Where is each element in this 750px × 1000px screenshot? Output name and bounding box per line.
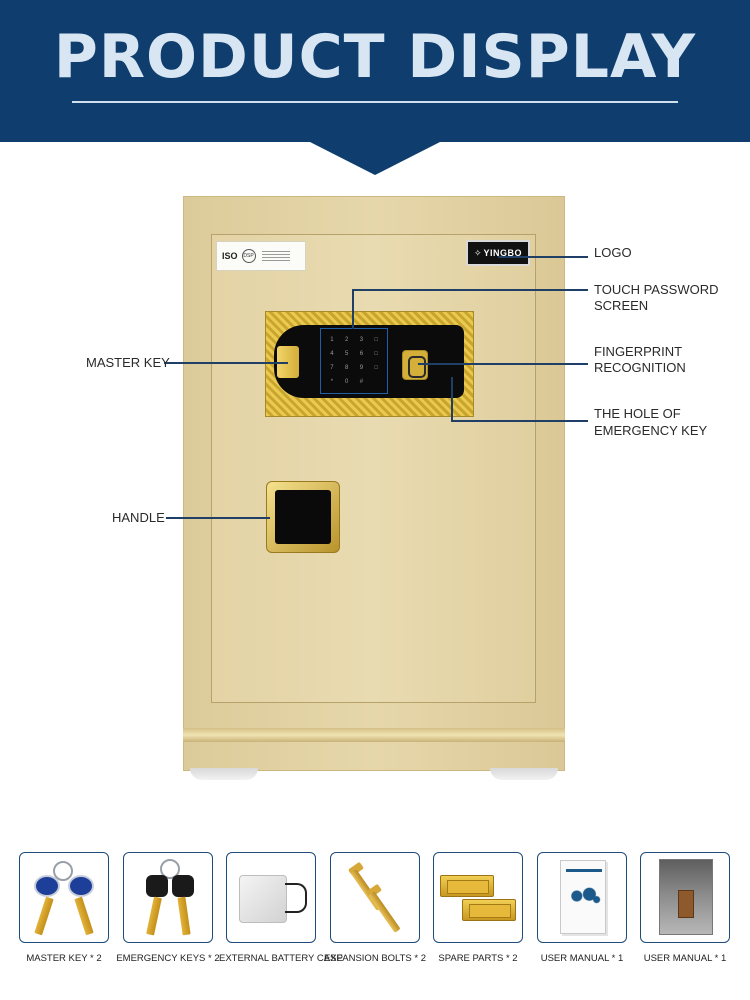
keypad-key: 8: [344, 365, 349, 372]
accessory-label: USER MANUAL * 1: [643, 953, 727, 964]
user-manual-dark-icon: [641, 853, 729, 942]
callout-line-emergency-v: [451, 377, 453, 421]
accessory-spare-parts: [433, 852, 523, 943]
keypad-key: □: [374, 336, 378, 343]
safe-foot-right: [490, 768, 558, 780]
callout-line-touch-v: [352, 289, 354, 329]
callout-line-handle: [166, 517, 270, 519]
brand-logo-plate: ✧ YINGBO: [466, 240, 530, 266]
callout-emergency-hole-line2: EMERGENCY KEY: [594, 423, 708, 438]
keypad-key: 5: [344, 350, 349, 357]
callout-line-logo: [498, 256, 588, 258]
sticker-fine-print: [261, 251, 290, 261]
title-underline: [72, 101, 678, 103]
keypad-key: 0: [344, 379, 349, 386]
accessory-label: SPARE PARTS * 2: [438, 953, 518, 964]
fingerprint-sensor-icon: [402, 350, 428, 380]
keypad-key: #: [359, 379, 364, 386]
certification-sticker: ISO DSP: [216, 241, 306, 271]
keypad-key: 6: [359, 350, 364, 357]
keypad-key: 7: [330, 365, 334, 372]
safe-handle: [266, 481, 340, 553]
callout-line-fingerprint: [418, 363, 588, 365]
callout-line-emergency-h: [451, 420, 588, 422]
accessory-user-manual: [537, 852, 627, 943]
accessory-label: EXPANSION BOLTS * 2: [323, 953, 427, 964]
callout-touch-password-line2: SCREEN: [594, 298, 649, 313]
accessory-label: EXTERNAL BATTERY CASE: [219, 953, 343, 964]
keypad-key: 3: [359, 336, 364, 343]
emergency-key-icon: [124, 853, 212, 942]
accessory-expansion-bolts: [330, 852, 420, 943]
callout-touch-password-line1: TOUCH PASSWORD: [594, 282, 719, 297]
keypad-key: *: [330, 379, 334, 386]
callout-emergency-hole-line1: THE HOLE OF: [594, 406, 681, 421]
keypad-key: □: [374, 350, 378, 357]
callout-fingerprint-line2: RECOGNITION: [594, 360, 686, 375]
safe-foot-left: [190, 768, 258, 780]
accessory-label: USER MANUAL * 1: [540, 953, 624, 964]
accessory-user-manual-dark: [640, 852, 730, 943]
keypad-key: □: [374, 365, 378, 372]
keypad-key: 4: [330, 350, 334, 357]
touch-keypad: 1 2 3 □ 4 5 6 □ 7 8 9 □ * 0 #: [320, 328, 388, 394]
keypad-key: 1: [330, 336, 334, 343]
keypad-key: 2: [344, 336, 349, 343]
callout-handle: HANDLE: [112, 510, 165, 525]
iso-mark: ISO: [222, 251, 238, 261]
expansion-bolt-icon: [331, 853, 419, 942]
accessory-external-battery-case: [226, 852, 316, 943]
brand-logo-icon: ✧: [473, 247, 482, 258]
accessory-label: EMERGENCY KEYS * 2: [116, 953, 220, 964]
safe-base-strip: [183, 728, 565, 742]
master-keyhole-icon: [277, 346, 299, 378]
callout-fingerprint-line1: FINGERPRINT: [594, 344, 683, 359]
accessory-label: MASTER KEY * 2: [26, 953, 102, 964]
callout-logo: LOGO: [594, 245, 632, 260]
user-manual-icon: [538, 853, 626, 942]
callout-line-touch-h: [352, 289, 588, 291]
dsp-seal-icon: DSP: [241, 249, 256, 263]
master-key-icon: [20, 853, 108, 942]
brand-name: YINGBO: [483, 248, 523, 258]
accessory-master-key: [19, 852, 109, 943]
battery-case-icon: [227, 853, 315, 942]
accessory-emergency-keys: [123, 852, 213, 943]
spare-parts-icon: [434, 853, 522, 942]
callout-line-master-key: [164, 362, 288, 364]
safe-door: [211, 234, 536, 703]
page-title: PRODUCT DISPLAY: [53, 22, 697, 92]
keypad-key: 9: [359, 365, 364, 372]
keypad-key: [369, 376, 383, 389]
callout-master-key: MASTER KEY: [86, 355, 170, 370]
touch-screen: [274, 325, 464, 398]
